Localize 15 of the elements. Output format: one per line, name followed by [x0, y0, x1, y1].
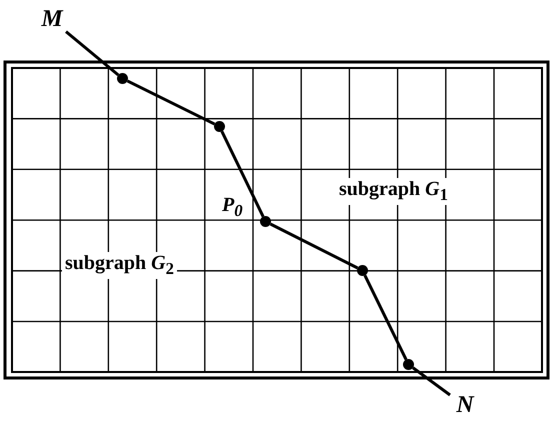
connector-line [65, 30, 120, 76]
connector-line [126, 80, 216, 126]
point-dot [260, 216, 271, 227]
point-dot [214, 121, 225, 132]
point-dot [357, 265, 368, 276]
region-label: subgraph G$_{2}$ [62, 252, 177, 279]
connector-line [412, 366, 451, 396]
point-dot [117, 73, 128, 84]
point-label: N [450, 392, 480, 420]
connector-line [364, 274, 408, 360]
point-label: P$_{0}$ [222, 194, 243, 221]
connector-line [220, 130, 264, 218]
point-dot [403, 359, 414, 370]
point-label: M [38, 6, 66, 34]
connector-line [270, 222, 358, 270]
